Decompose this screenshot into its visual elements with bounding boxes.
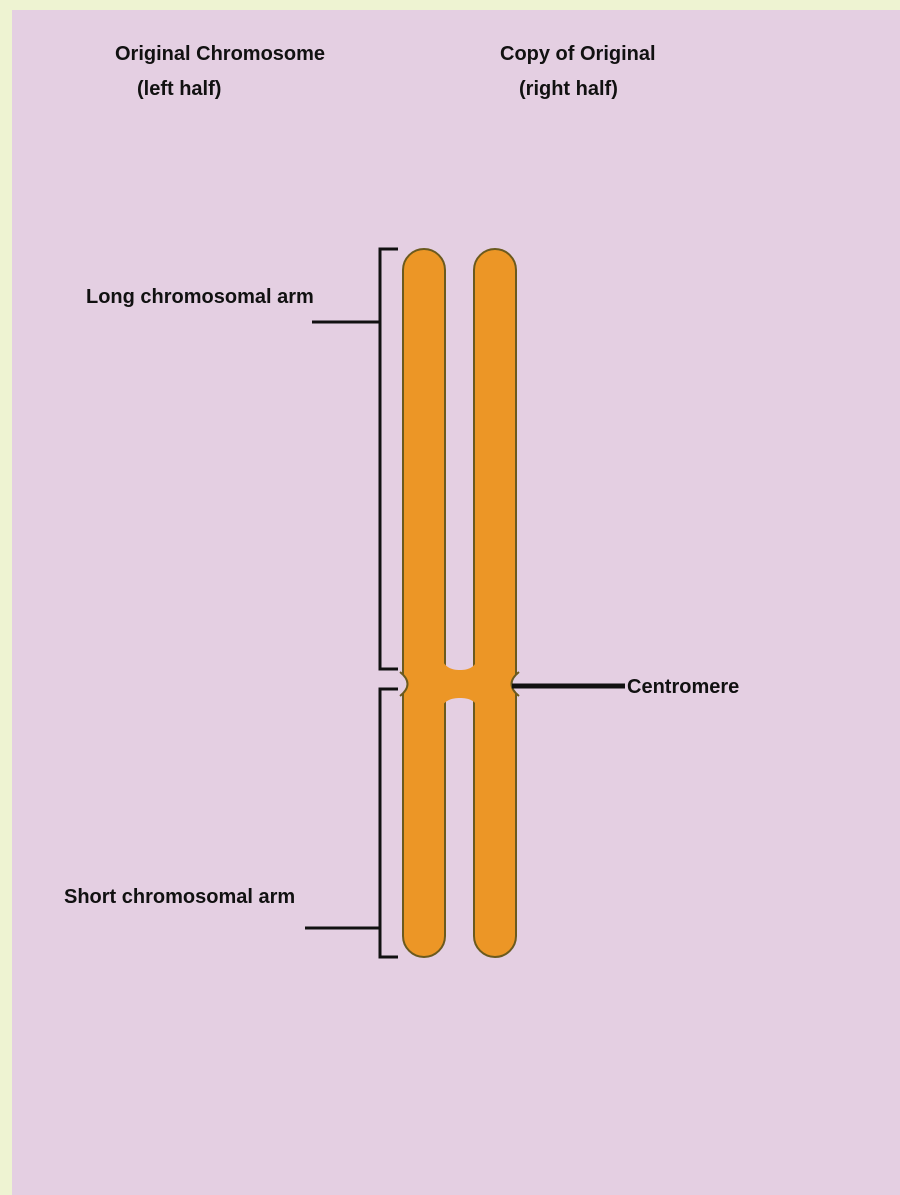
long-arm-bracket xyxy=(312,249,398,669)
short-arm-label: Short chromosomal arm xyxy=(64,885,295,909)
centromere-label: Centromere xyxy=(627,675,739,699)
right-chromatid xyxy=(474,249,516,957)
long-arm-label: Long chromosomal arm xyxy=(86,285,314,309)
left-chromatid xyxy=(403,249,445,957)
chromosome xyxy=(400,249,519,957)
short-arm-bracket xyxy=(305,689,398,957)
